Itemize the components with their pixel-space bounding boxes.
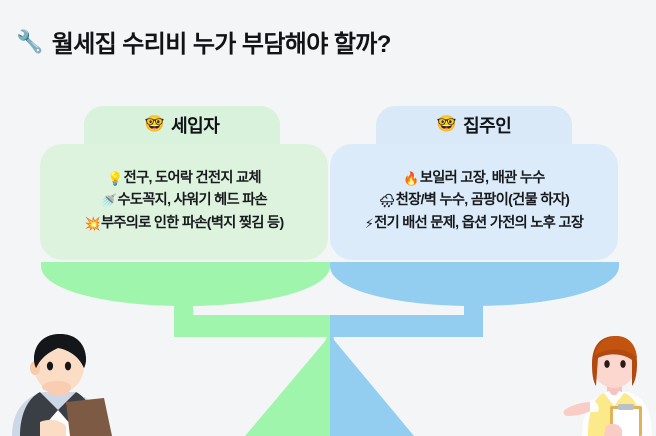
scale-beam-right xyxy=(330,315,483,337)
scale-base-left xyxy=(245,315,330,436)
list-item-text: 전기 배선 문제, 옵션 가전의 노후 고장 xyxy=(374,214,584,231)
nerd-face-icon: 🤓 xyxy=(436,116,457,133)
scale-stem-left xyxy=(174,290,193,315)
list-item: 🌧 천장/벽 누수, 곰팡이(건물 하자) xyxy=(378,192,570,209)
list-item: 🔥 보일러 고장, 배관 누수 xyxy=(403,169,545,187)
scale-pan-right xyxy=(330,262,619,306)
fire-icon: 🔥 xyxy=(403,170,419,186)
panel-landlord-title: 집주인 xyxy=(463,116,512,136)
rain-cloud-icon: 🌧 xyxy=(378,193,396,209)
wrench-icon: 🔧 xyxy=(16,28,43,54)
scale-beam-left xyxy=(174,315,330,337)
panel-tenant-body: 💡 전구, 도어락 건전지 교체 🚿 수도꼭지, 샤워기 헤드 파손 💥 부주의… xyxy=(40,144,328,260)
list-item: 🚿 수도꼭지, 샤워기 헤드 파손 xyxy=(100,192,268,209)
list-item-text: 부주의로 인한 파손(벽지 찢김 등) xyxy=(100,214,284,231)
thinking-man-illustration xyxy=(12,334,112,436)
scale-pan-left xyxy=(41,262,330,306)
collision-icon: 💥 xyxy=(84,216,100,232)
list-item: 💡 전구, 도어락 건전지 교체 xyxy=(107,169,262,187)
lightning-icon: ⚡ xyxy=(364,216,374,232)
light-bulb-icon: 💡 xyxy=(107,170,123,186)
panel-landlord-body: 🔥 보일러 고장, 배관 누수 🌧 천장/벽 누수, 곰팡이(건물 하자) ⚡ … xyxy=(330,144,618,260)
page-title-text: 월세집 수리비 누가 부담해야 할까? xyxy=(51,31,392,58)
presenting-woman-illustration xyxy=(563,336,652,436)
panel-landlord-header: 🤓 집주인 xyxy=(376,106,572,144)
scale-stem-right xyxy=(464,290,483,315)
list-item: 💥 부주의로 인한 파손(벽지 찢김 등) xyxy=(84,214,284,232)
page-title: 🔧 월세집 수리비 누가 부담해야 할까? xyxy=(16,24,391,59)
list-item-text: 전구, 도어락 건전지 교체 xyxy=(123,169,262,186)
nerd-face-icon: 🤓 xyxy=(144,116,165,133)
list-item-text: 수도꼭지, 샤워기 헤드 파손 xyxy=(117,192,268,209)
panel-tenant-header: 🤓 세입자 xyxy=(84,106,280,144)
list-item: ⚡ 전기 배선 문제, 옵션 가전의 노후 고장 xyxy=(364,214,584,232)
panel-tenant-title: 세입자 xyxy=(171,116,220,136)
list-item-text: 보일러 고장, 배관 누수 xyxy=(419,169,545,186)
scale-base-right xyxy=(330,315,414,436)
shower-icon: 🚿 xyxy=(100,193,117,209)
list-item-text: 천장/벽 누수, 곰팡이(건물 하자) xyxy=(395,192,570,209)
